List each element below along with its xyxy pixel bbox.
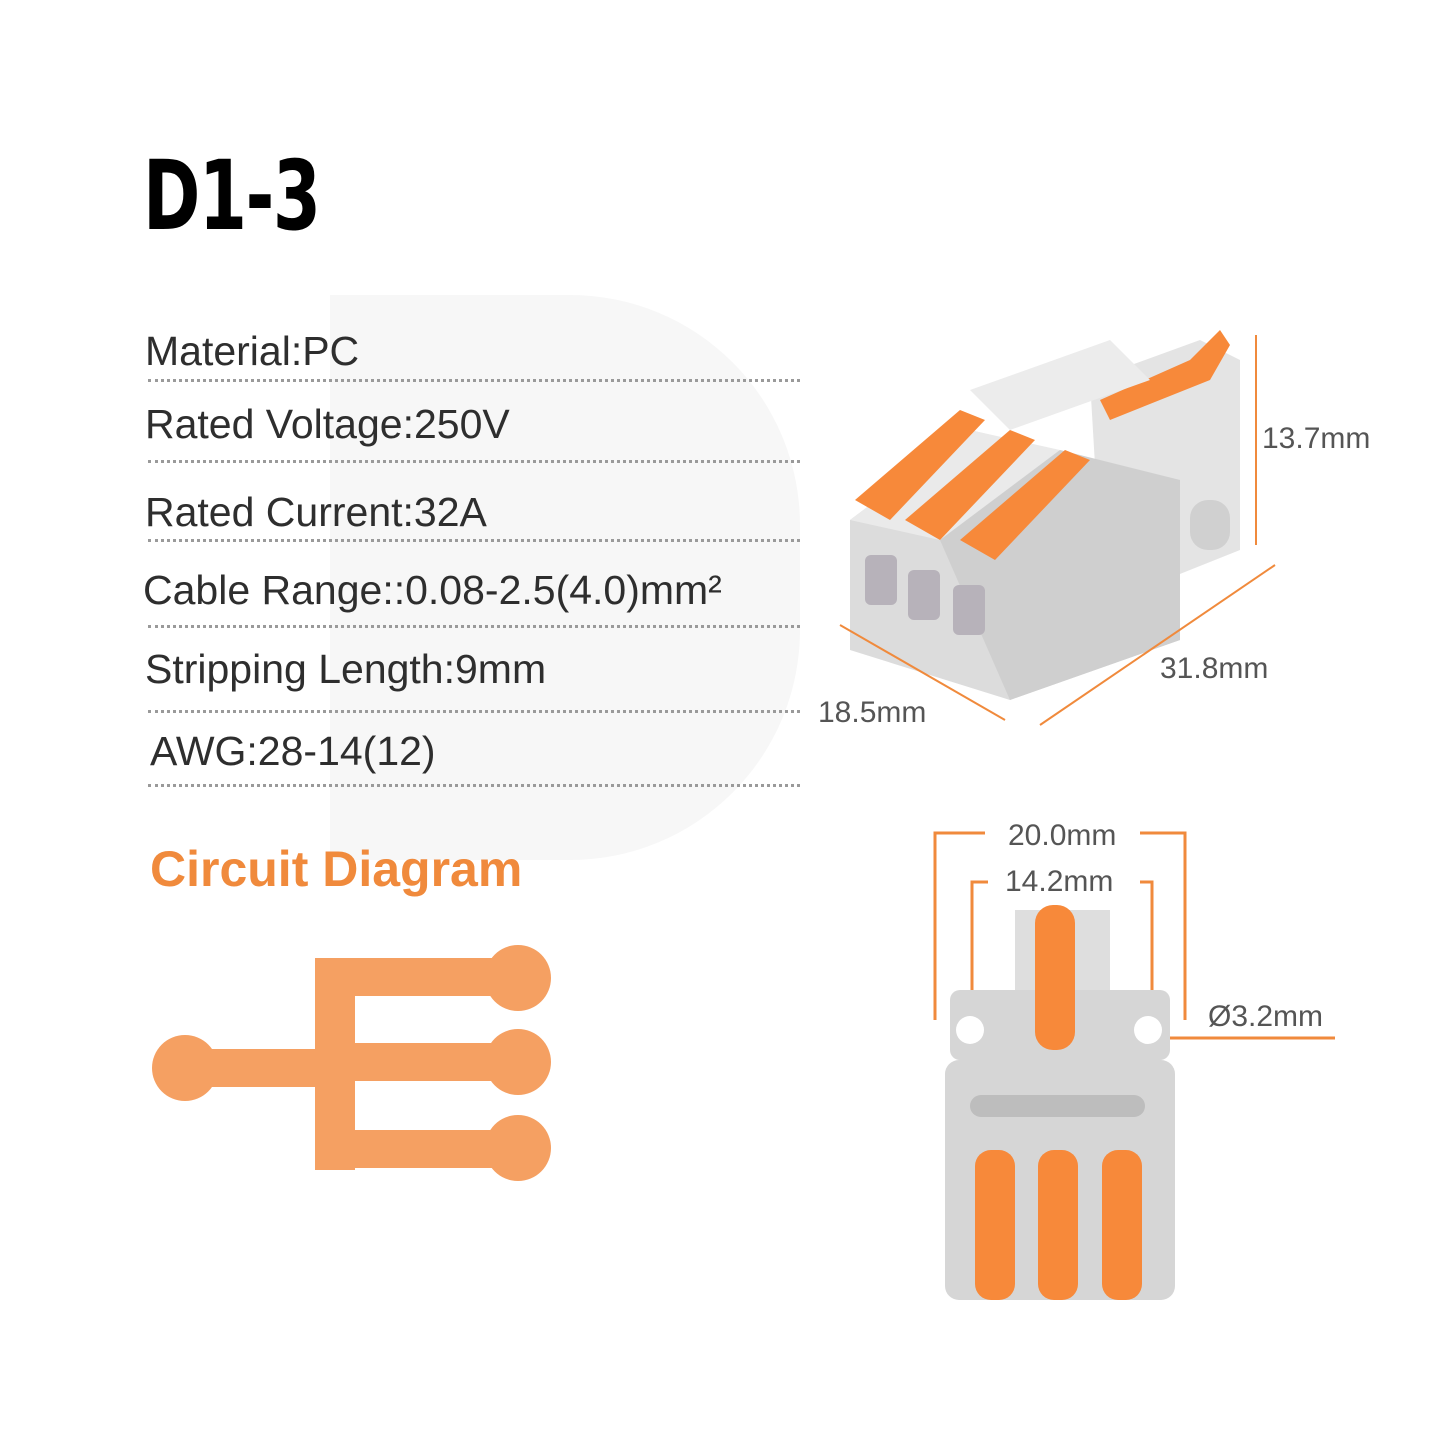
divider <box>148 539 800 542</box>
spec-voltage: Rated Voltage:250V <box>145 401 510 447</box>
divider <box>148 710 800 713</box>
divider <box>148 460 800 463</box>
divider <box>148 379 800 382</box>
spec-cable-range: Cable Range::0.08-2.5(4.0)mm² <box>143 567 722 613</box>
dim-hole-spacing: 14.2mm <box>1005 865 1113 898</box>
spec-material: Material:PC <box>145 328 360 374</box>
spec-current: Rated Current:32A <box>145 489 487 535</box>
circuit-diagram-heading: Circuit Diagram <box>150 841 523 897</box>
dim-length: 31.8mm <box>1160 652 1268 685</box>
divider <box>148 625 800 628</box>
connector-isometric-view: 13.7mm 31.8mm 18.5mm <box>818 330 1370 729</box>
dim-width: 18.5mm <box>818 696 926 729</box>
dim-hole-diameter: Ø3.2mm <box>1208 1000 1323 1033</box>
product-title: D1-3 <box>143 140 321 252</box>
watermark-logo <box>330 295 800 860</box>
divider <box>148 784 800 787</box>
spec-stripping-length: Stripping Length:9mm <box>145 646 547 692</box>
spec-awg: AWG:28-14(12) <box>150 728 436 774</box>
connector-top-view: 20.0mm 14.2mm Ø3.2mm <box>933 819 1335 1300</box>
dim-height: 13.7mm <box>1262 422 1370 455</box>
circuit-diagram <box>152 945 551 1181</box>
dim-outer-width: 20.0mm <box>1008 819 1116 852</box>
